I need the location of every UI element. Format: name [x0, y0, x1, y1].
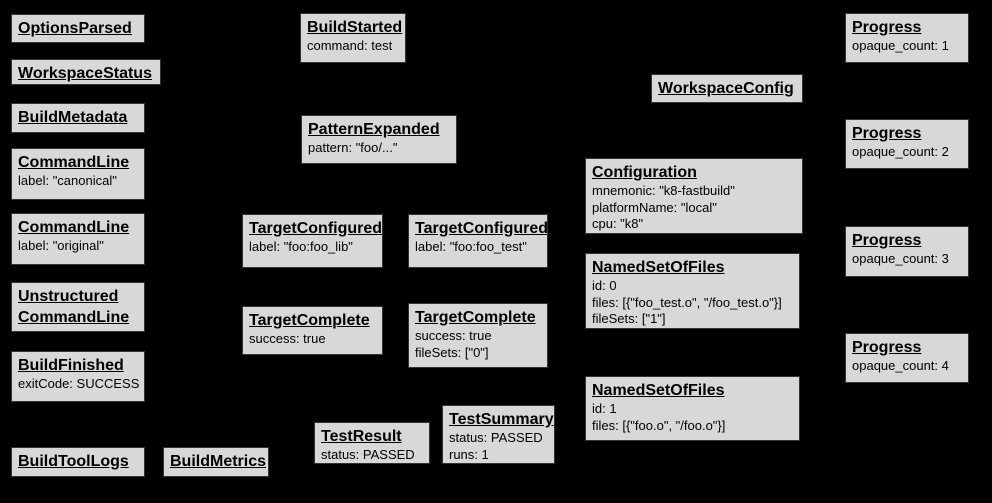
event-box-progress-3: Progress opaque_count: 3	[845, 226, 969, 277]
event-title: TargetComplete	[249, 312, 370, 329]
event-field: label: "original"	[18, 238, 104, 253]
event-field: opaque_count: 4	[852, 358, 949, 373]
event-field: runs: 1	[449, 446, 489, 462]
event-box-progress-1: Progress opaque_count: 1	[845, 13, 969, 63]
event-title: BuildToolLogs	[18, 453, 129, 470]
event-box-testresult: TestResult status: PASSED	[314, 422, 430, 464]
event-box-workspaceconfig: WorkspaceConfig	[651, 74, 803, 103]
event-box-configuration: Configuration mnemonic: "k8-fastbuild" p…	[585, 158, 803, 234]
event-box-namedsetoffiles-1: NamedSetOfFiles id: 1 files: [{"foo.o", …	[585, 376, 800, 441]
event-title: Progress	[852, 125, 922, 142]
event-field: fileSets: ["0"]	[415, 344, 489, 360]
event-title: Progress	[852, 19, 922, 36]
event-box-targetcomplete-foo-test: TargetComplete success: true fileSets: […	[408, 303, 548, 368]
event-field: pattern: "foo/..."	[308, 140, 398, 155]
event-field: label: "foo:foo_test"	[415, 239, 527, 254]
event-title: WorkspaceStatus	[18, 65, 152, 82]
event-box-buildmetadata: BuildMetadata	[11, 103, 145, 133]
event-field: exitCode: SUCCESS	[18, 376, 140, 391]
event-title: BuildStarted	[307, 19, 403, 36]
event-field: status: PASSED	[449, 430, 543, 445]
event-box-optionsparsed: OptionsParsed	[11, 14, 145, 43]
event-title: Configuration	[592, 164, 697, 181]
event-box-workspacestatus: WorkspaceStatus	[11, 59, 161, 85]
event-title: CommandLine	[18, 154, 130, 171]
event-field: status: PASSED	[321, 447, 415, 462]
event-field: cpu: "k8"	[592, 216, 644, 231]
event-field: fileSets: ["1"]	[592, 311, 666, 326]
event-field: command: test	[307, 38, 393, 53]
event-box-unstructuredcommandline: Unstructured CommandLine	[11, 282, 145, 332]
event-box-buildmetrics: BuildMetrics	[163, 447, 269, 477]
event-box-buildtoollogs: BuildToolLogs	[11, 447, 145, 477]
event-title: PatternExpanded	[308, 121, 440, 138]
event-field: opaque_count: 1	[852, 38, 949, 53]
event-box-buildfinished: BuildFinished exitCode: SUCCESS	[11, 351, 145, 402]
event-box-testsummary: TestSummary status: PASSED runs: 1	[442, 405, 555, 464]
event-field: platformName: "local"	[592, 199, 717, 215]
event-title: BuildMetrics	[170, 453, 267, 470]
event-field: mnemonic: "k8-fastbuild"	[592, 183, 735, 198]
event-field: label: "canonical"	[18, 173, 117, 188]
event-title: TestSummary	[449, 411, 554, 428]
event-box-patternexpanded: PatternExpanded pattern: "foo/..."	[301, 115, 457, 164]
event-field: files: [{"foo.o", "/foo.o"}]	[592, 417, 726, 433]
event-box-commandline-canonical: CommandLine label: "canonical"	[11, 148, 145, 200]
event-box-buildstarted: BuildStarted command: test	[300, 13, 406, 63]
event-field: files: [{"foo_test.o", "/foo_test.o"}]	[592, 294, 782, 310]
event-field: success: true	[415, 328, 492, 343]
event-field: opaque_count: 2	[852, 144, 949, 159]
event-box-targetconfigured-foo-lib: TargetConfigured label: "foo:foo_lib"	[242, 214, 383, 268]
event-title: OptionsParsed	[18, 20, 132, 37]
event-field: opaque_count: 3	[852, 251, 949, 266]
event-title: TestResult	[321, 428, 402, 445]
event-box-namedsetoffiles-0: NamedSetOfFiles id: 0 files: [{"foo_test…	[585, 253, 800, 329]
event-field: label: "foo:foo_lib"	[249, 239, 353, 254]
event-title: Progress	[852, 339, 922, 356]
event-box-progress-2: Progress opaque_count: 2	[845, 119, 969, 169]
event-box-targetconfigured-foo-test: TargetConfigured label: "foo:foo_test"	[408, 214, 548, 268]
event-title: TargetConfigured	[249, 220, 383, 237]
event-title: CommandLine	[18, 219, 130, 236]
event-title: TargetComplete	[415, 309, 536, 326]
event-title: Progress	[852, 232, 922, 249]
event-title: BuildMetadata	[18, 109, 128, 126]
event-title: BuildFinished	[18, 357, 124, 374]
event-field: id: 1	[592, 401, 617, 416]
event-title: Unstructured CommandLine	[18, 288, 130, 326]
event-title: WorkspaceConfig	[658, 80, 794, 97]
event-title: NamedSetOfFiles	[592, 259, 725, 276]
event-field: id: 0	[592, 278, 617, 293]
event-box-progress-4: Progress opaque_count: 4	[845, 333, 969, 383]
event-box-commandline-original: CommandLine label: "original"	[11, 213, 145, 265]
event-title: NamedSetOfFiles	[592, 382, 725, 399]
event-title: TargetConfigured	[415, 220, 548, 237]
event-box-targetcomplete-foo-lib: TargetComplete success: true	[242, 306, 383, 355]
event-field: success: true	[249, 331, 326, 346]
